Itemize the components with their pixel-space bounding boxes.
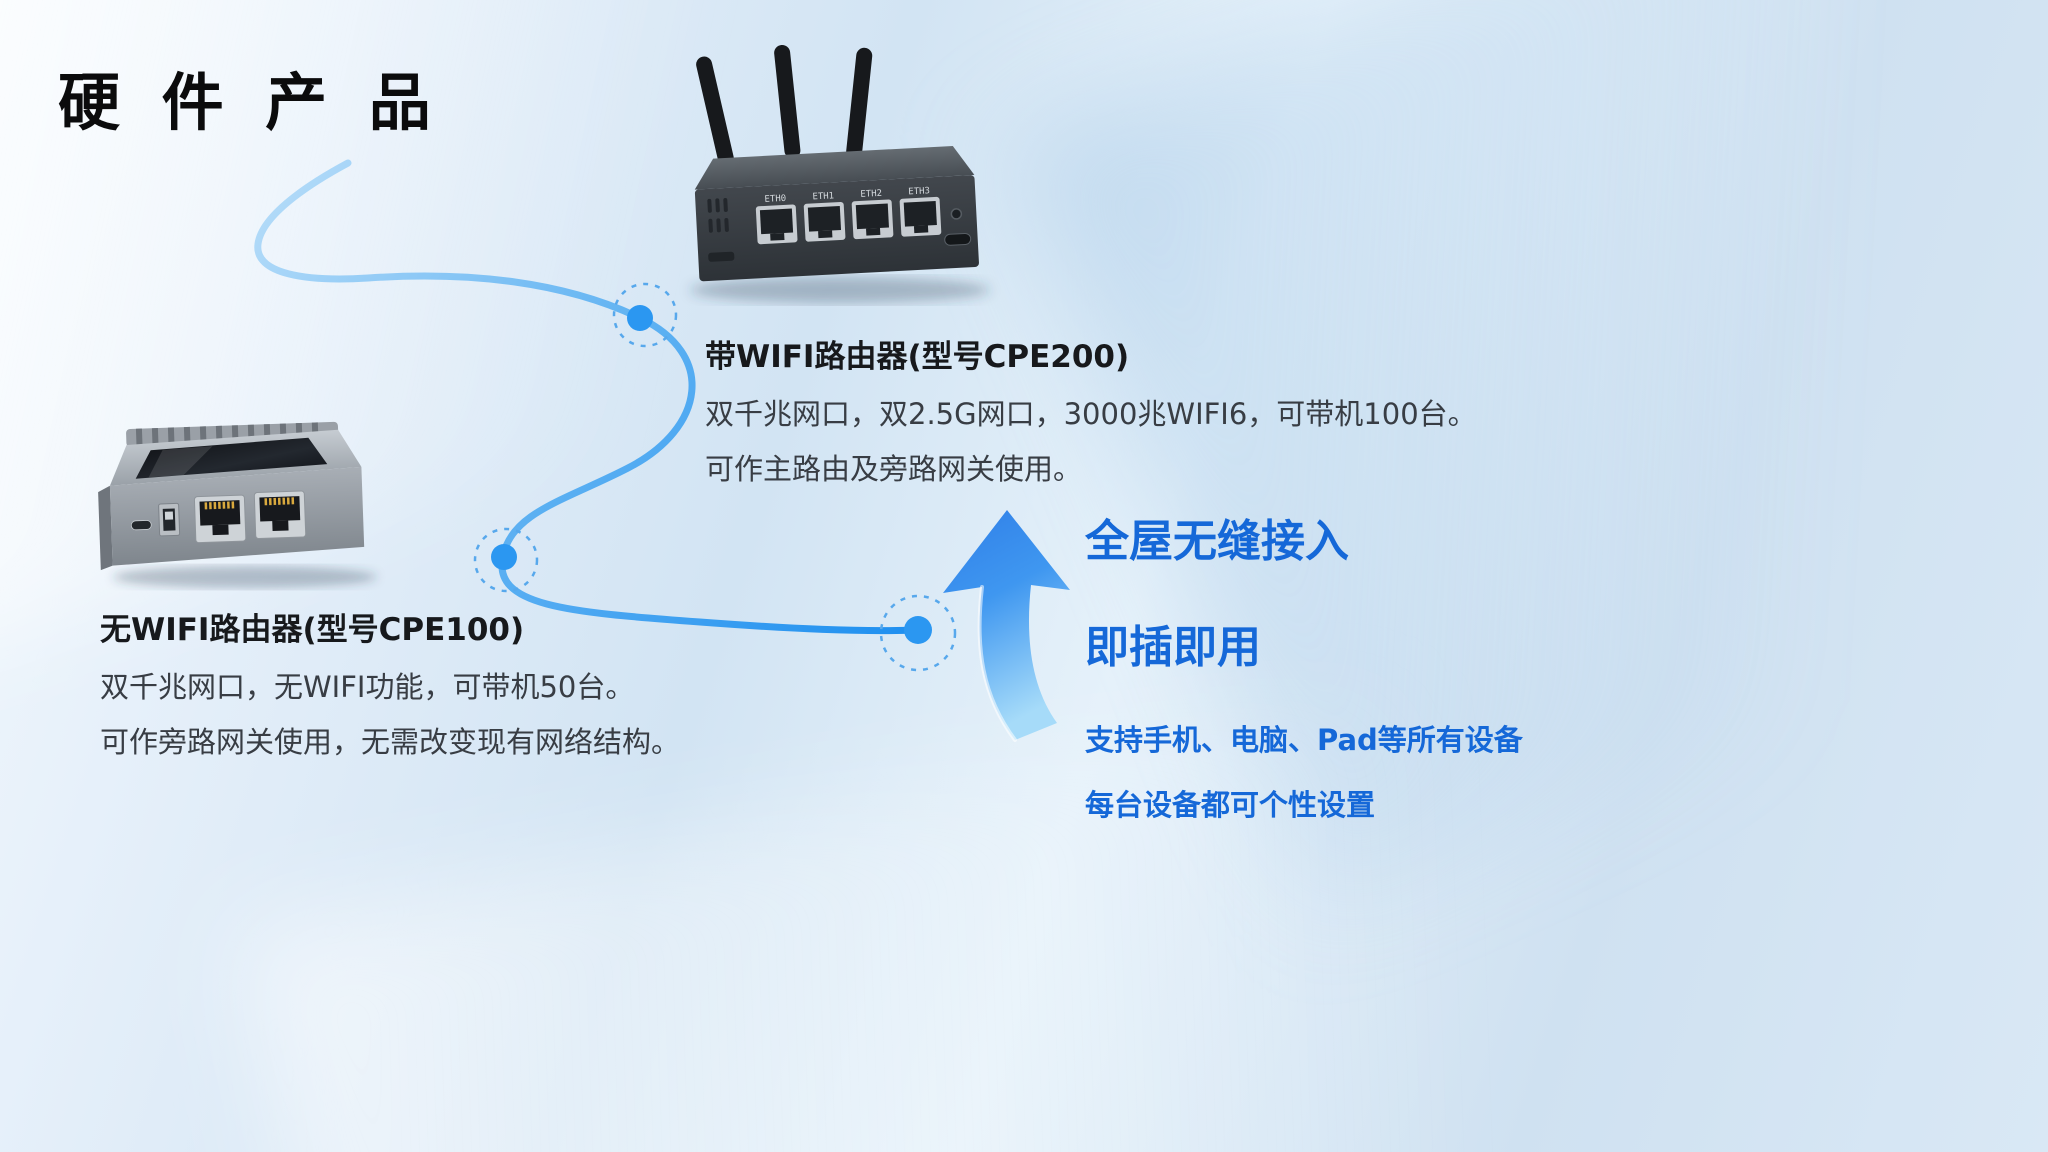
connector-node-1 (612, 282, 678, 348)
feature-headline: 即插即用 (1085, 622, 1261, 673)
feature-line: 支持手机、电脑、Pad等所有设备 (1085, 723, 1523, 757)
device-shadow (690, 277, 990, 303)
ethernet-ports: ETH0 ETH1 ETH2 ETH3 (755, 186, 942, 245)
feature-claims: 全屋无缝接入 即插即用 支持手机、电脑、Pad等所有设备 每台设备都可个性设置 (1085, 505, 1523, 847)
device-shadow (113, 566, 377, 588)
ethernet-port (851, 199, 894, 240)
device-top-face (109, 429, 362, 486)
cpe100-spec-line: 可作旁路网关使用，无需改变现有网络结构。 (100, 725, 681, 759)
arrow-highlight (977, 585, 1017, 742)
ethernet-port (803, 201, 846, 242)
up-arrow-icon (943, 510, 1070, 742)
power-button (950, 208, 963, 220)
device-left-face (98, 485, 113, 571)
port-label: ETH3 (908, 186, 930, 197)
cpe200-description: 带WIFI路由器(型号CPE200) 双千兆网口，双2.5G网口，3000兆WI… (705, 331, 1477, 501)
sim-slot (708, 251, 735, 262)
cpe200-spec-line: 双千兆网口，双2.5G网口，3000兆WIFI6，可带机100台。 (705, 397, 1477, 431)
port-label: ETH0 (764, 194, 786, 205)
feature-headline: 全屋无缝接入 (1085, 516, 1349, 567)
ethernet-port (899, 196, 942, 237)
usb-c-port (944, 232, 972, 246)
port-label: ETH2 (860, 189, 882, 200)
antenna-icons (696, 44, 873, 167)
ethernet-port (193, 494, 247, 544)
router-cpe200-image: ETH0 ETH1 ETH2 ETH3 (690, 44, 990, 303)
device-front-face (109, 466, 365, 566)
connector-node-3 (879, 594, 957, 672)
ethernet-port (755, 204, 798, 245)
ethernet-port (253, 490, 307, 540)
vent-slots (707, 197, 729, 233)
cpe100-description: 无WIFI路由器(型号CPE100) 双千兆网口，无WIFI功能，可带机50台。… (100, 604, 680, 774)
page-title: 硬 件 产 品 (58, 66, 441, 139)
device-top-face (694, 146, 975, 190)
connector-node-2 (473, 527, 539, 593)
heatsink-fins (126, 421, 339, 447)
arrow-shape (943, 510, 1070, 740)
port-label: ETH1 (812, 191, 834, 202)
cpe200-spec-line: 可作主路由及旁路网关使用。 (705, 452, 1083, 486)
cpe100-spec-line: 双千兆网口，无WIFI功能，可带机50台。 (100, 670, 635, 704)
device-front-face (694, 175, 979, 282)
screen-glare (148, 446, 213, 478)
cpe200-title: 带WIFI路由器(型号CPE200) (705, 339, 1130, 375)
feature-line: 每台设备都可个性设置 (1085, 788, 1376, 822)
usb-a-port (158, 502, 181, 537)
device-screen (135, 437, 328, 479)
router-cpe100-image (98, 421, 377, 588)
usb-c-port (130, 520, 152, 531)
cpe100-title: 无WIFI路由器(型号CPE100) (100, 612, 525, 648)
